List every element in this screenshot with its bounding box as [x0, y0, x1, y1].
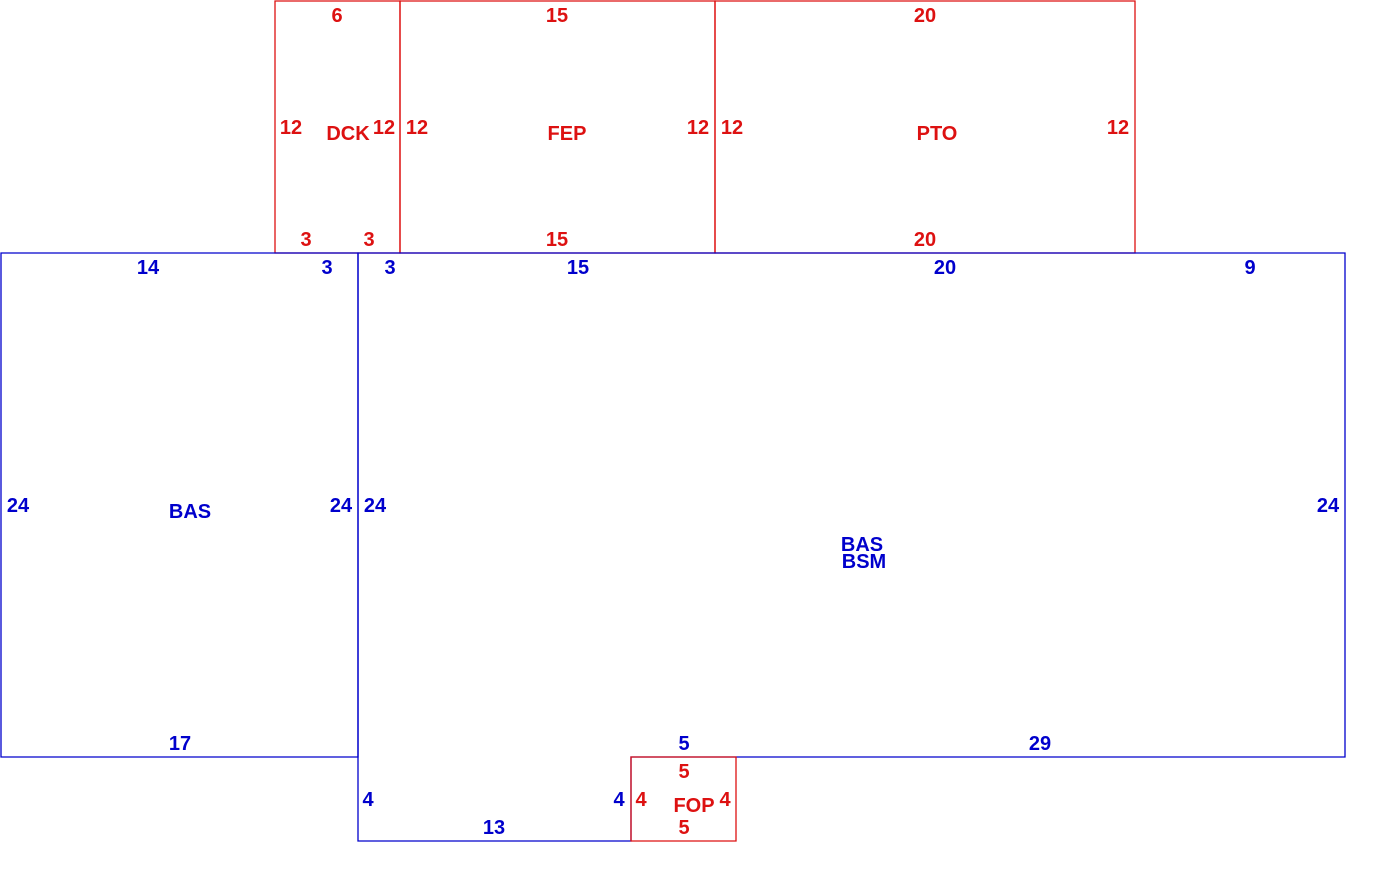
fep-dim-top: 15 [546, 5, 568, 27]
area-bas-main: BAS BSM 3 15 20 9 24 29 5 4 13 4 24 [357, 252, 1346, 842]
fop-dim-bottom: 5 [678, 817, 689, 839]
bas-main-dim-left: 24 [364, 495, 387, 517]
fop-dim-left: 4 [635, 789, 647, 811]
bas-main-dim-bottom-right: 29 [1029, 733, 1051, 755]
area-fep: FEP 15 12 15 12 [399, 0, 716, 254]
bas-main-dim-right: 24 [1317, 495, 1340, 517]
fep-dim-right: 12 [687, 117, 709, 139]
fop-outline [630, 756, 737, 842]
fep-dim-left: 12 [406, 117, 428, 139]
dck-label: DCK [326, 123, 370, 145]
bas-main-label: BAS [841, 534, 883, 556]
area-dck: DCK 6 12 3 3 12 [274, 0, 401, 254]
bas-main-dim-top-1: 3 [384, 257, 395, 279]
dck-dim-top: 6 [331, 5, 342, 27]
bas-left-dim-bottom: 17 [169, 733, 191, 755]
area-bas-left: BAS 14 3 24 17 24 [0, 252, 359, 758]
bas-main-dim-top-4: 9 [1244, 257, 1255, 279]
dck-dim-left: 12 [280, 117, 302, 139]
bas-main-dim-top-3: 20 [934, 257, 956, 279]
bas-left-dim-top-left: 14 [137, 257, 160, 279]
bas-main-dim-bottom-mid: 5 [678, 733, 689, 755]
pto-dim-bottom: 20 [914, 229, 936, 251]
bas-left-dim-top-right: 3 [321, 257, 332, 279]
pto-dim-top: 20 [914, 5, 936, 27]
pto-dim-right: 12 [1107, 117, 1129, 139]
bas-left-dim-left: 24 [7, 495, 30, 517]
bas-main-dim-notch-left: 4 [362, 789, 374, 811]
dck-dim-right: 12 [373, 117, 395, 139]
area-pto: PTO 20 12 20 12 [714, 0, 1136, 254]
dck-dim-bottom-right: 3 [363, 229, 374, 251]
bas-main-dim-top-2: 15 [567, 257, 589, 279]
dck-dim-bottom-left: 3 [300, 229, 311, 251]
fop-dim-right: 4 [719, 789, 731, 811]
fep-label: FEP [548, 123, 587, 145]
bas-main-dim-notch-bottom: 13 [483, 817, 505, 839]
pto-label: PTO [917, 123, 958, 145]
fep-dim-bottom: 15 [546, 229, 568, 251]
area-fop: FOP 5 4 5 4 [630, 756, 737, 842]
bas-left-label: BAS [169, 501, 211, 523]
bsm-label: BSM [842, 551, 886, 573]
fop-label: FOP [673, 795, 714, 817]
pto-dim-left: 12 [721, 117, 743, 139]
fop-dim-top: 5 [678, 761, 689, 783]
bas-left-dim-right: 24 [330, 495, 353, 517]
bas-main-dim-notch-right: 4 [613, 789, 625, 811]
